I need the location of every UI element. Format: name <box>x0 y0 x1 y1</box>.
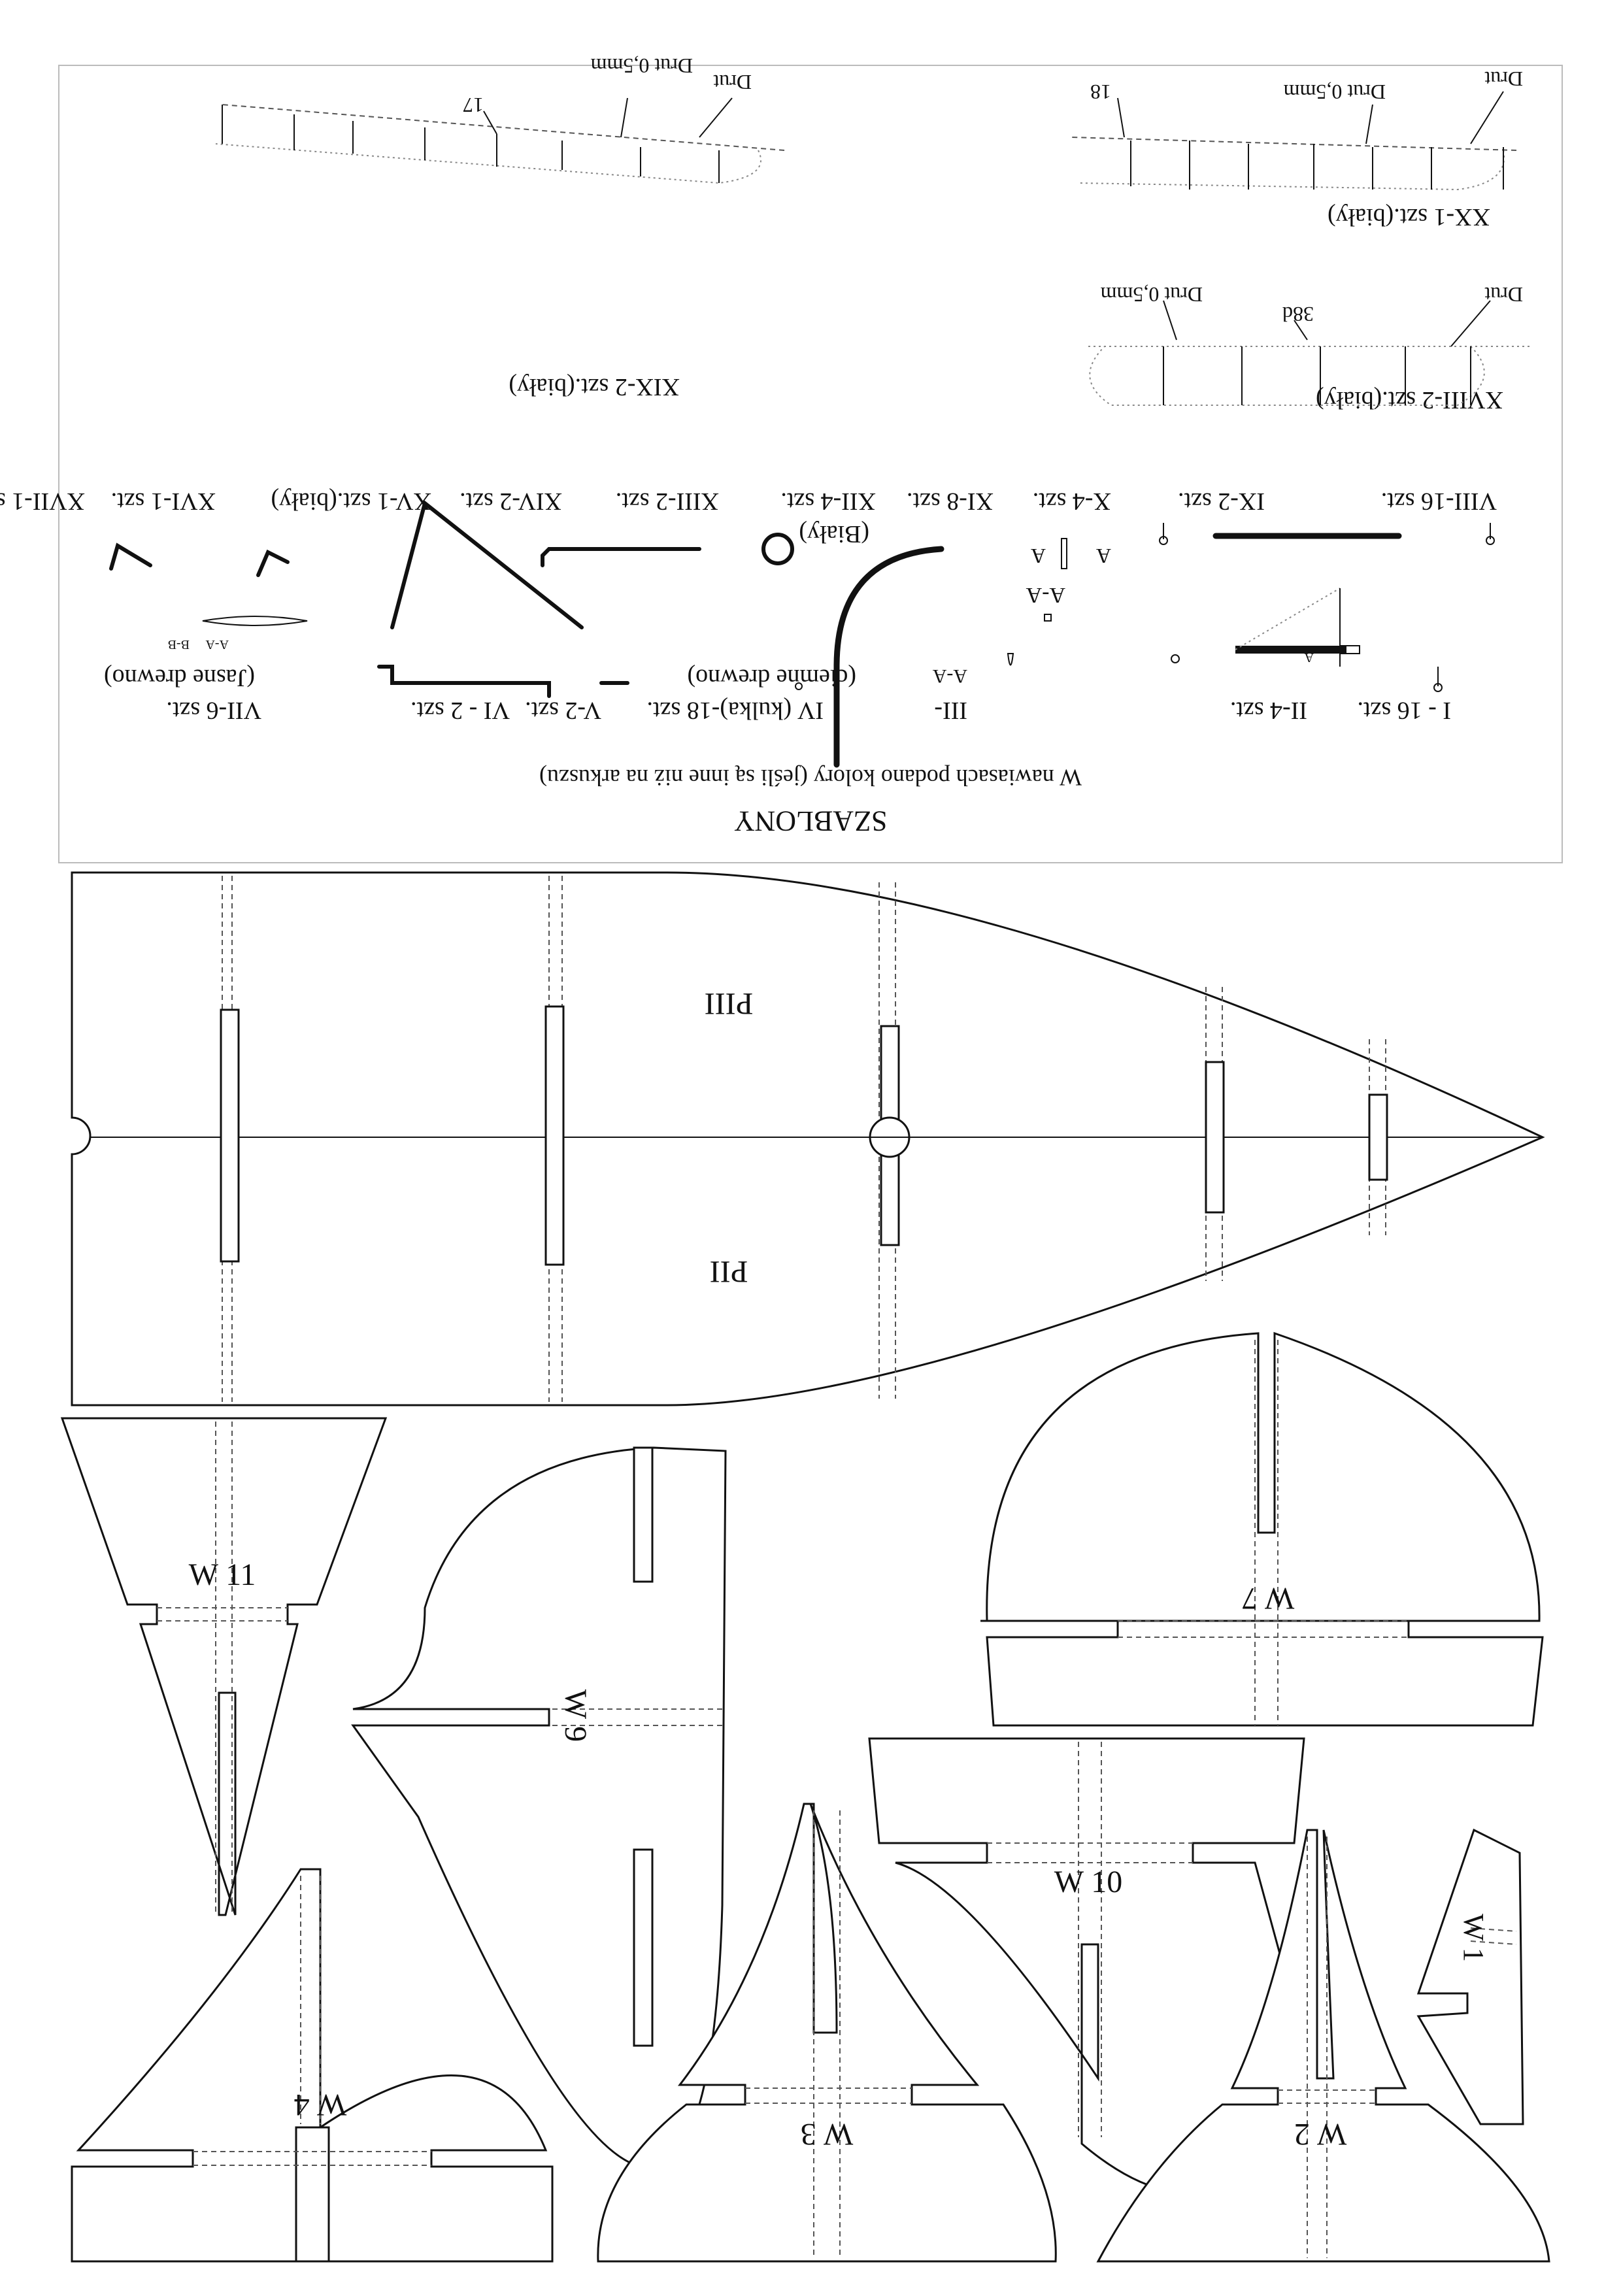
templates-subtitle: W nawiasach podano kolory (jeśli są inne… <box>539 765 1082 791</box>
deck-outline <box>71 871 1545 1406</box>
template-x-drawing <box>1159 523 1168 545</box>
part-label-piii: PIII <box>705 986 754 1021</box>
template-xvii-drawing <box>109 542 152 571</box>
part-label-w10: W 10 <box>1054 1865 1122 1899</box>
template-xi-letter-a-left: A <box>1096 544 1111 568</box>
template-label-xix: XIX-2 szt.(biały) <box>509 373 680 401</box>
template-label-viii: VIII-16 szt. <box>1381 488 1497 515</box>
frame-part-w2: W 2 <box>1096 1829 1550 2263</box>
frame-part-w3: W 3 <box>597 1803 1057 2263</box>
template-xix-drawing: Drut Drut 0,5mm 17 <box>215 54 785 184</box>
template-i-drawing <box>1433 667 1443 692</box>
template-xx-18: 18 <box>1090 80 1111 104</box>
template-label-xii: XII-4 szt. <box>780 488 876 515</box>
template-label-x: X-4 szt. <box>1033 488 1111 515</box>
template-xviii-drawing: Drut 38d Drut 0,5mm <box>1085 283 1529 406</box>
template-label-iii: III- <box>934 697 967 724</box>
light-wood-note: (Jasne drewno) <box>104 664 255 691</box>
white-note-xii: (Biały) <box>799 520 869 548</box>
template-ii-letter-a: A <box>1304 650 1314 665</box>
template-vi-drawing <box>377 665 551 698</box>
frame-part-w4: W 4 <box>71 1868 554 2263</box>
template-xviii-38d: 38d <box>1282 303 1314 326</box>
template-vii-drawing <box>202 616 308 626</box>
frame-part-w7: W 7 <box>980 1331 1544 1727</box>
part-label-pii: PII <box>710 1254 748 1289</box>
template-label-ii: II-4 szt. <box>1230 697 1307 724</box>
template-xx-wire-05: Drut 0,5mm <box>1283 80 1386 104</box>
template-xi-drawing: A A A-A <box>1026 538 1111 622</box>
template-label-xv: XV-1 szt.(biały) <box>271 488 431 515</box>
part-label-w2: W 2 <box>1294 2117 1346 2152</box>
template-xix-17: 17 <box>463 93 484 117</box>
template-iv-ball <box>795 682 803 690</box>
template-label-xiv: XIV-2 szt. <box>460 488 562 515</box>
section-bb-vii: B-B <box>168 637 190 652</box>
template-xvi-drawing <box>256 549 290 577</box>
template-xiii-drawing <box>761 533 794 565</box>
template-label-xvi: XVI-1 szt. <box>111 488 216 515</box>
template-label-vii: VII-6 szt. <box>166 697 261 724</box>
templates-panel: SZABLONY W nawiasach podano kolory (jeśl… <box>0 54 1563 863</box>
template-label-xiii: XIII-2 szt. <box>616 488 719 515</box>
template-xx-drawing: Drut Drut 0,5mm 18 <box>1071 67 1523 191</box>
part-label-w3: W 3 <box>801 2117 853 2152</box>
templates-frame <box>58 65 1563 863</box>
template-iii-drawing <box>1007 653 1014 666</box>
template-xii-drawing <box>833 546 944 768</box>
template-xiv-drawing <box>541 547 701 567</box>
section-aa-iii: A-A <box>932 665 967 687</box>
template-label-xx: XX-1 szt.(biały) <box>1328 203 1490 231</box>
template-viii-drawing <box>1486 523 1495 545</box>
part-label-w11: W 11 <box>189 1557 256 1592</box>
template-xv-drawing <box>390 499 584 629</box>
frame-part-w11: W 11 <box>60 1417 388 1916</box>
template-xviii-wire: Drut <box>1484 283 1523 307</box>
template-label-xi: XI-8 szt. <box>907 488 994 515</box>
template-xi-letter-a-right: A <box>1031 544 1046 568</box>
template-label-iv: IV (kulka)-18 szt. <box>646 697 824 724</box>
template-xi-section-aa: A-A <box>1026 583 1065 607</box>
templates-title: SZABLONY <box>734 805 888 837</box>
template-ii-drawing: A <box>1235 588 1360 667</box>
deck-parts: PIII PII <box>71 871 1545 1406</box>
part-label-w4: W 4 <box>294 2088 346 2122</box>
dark-wood-note: (ciemne drewno) <box>688 664 857 691</box>
template-xx-wire: Drut <box>1484 67 1523 91</box>
template-label-i: I - 16 szt. <box>1357 697 1451 724</box>
template-label-vi: VI - 2 szt. <box>410 697 510 724</box>
frame-part-w1: W 1 <box>1416 1828 1524 2125</box>
template-label-xvii: XVII-1 szt. <box>0 488 85 515</box>
template-xix-wire: Drut <box>713 71 752 94</box>
template-xix-wire-05: Drut 0,5mm <box>590 54 693 78</box>
template-xviii-wire-05: Drut 0,5mm <box>1100 283 1203 307</box>
frame-part-w9: W 9 <box>351 1446 727 2169</box>
template-iii-section-mark <box>1171 654 1180 663</box>
part-label-w7: W 7 <box>1242 1581 1294 1616</box>
section-aa-vii: A-A <box>205 637 229 652</box>
part-label-w9: W 9 <box>558 1689 593 1742</box>
template-label-xviii: XVIII-2 szt.(biały) <box>1316 386 1503 414</box>
template-label-ix: IX-2 szt. <box>1178 488 1265 515</box>
part-label-w1: W 1 <box>1458 1914 1490 1962</box>
template-label-v: V-2 szt. <box>525 697 601 724</box>
